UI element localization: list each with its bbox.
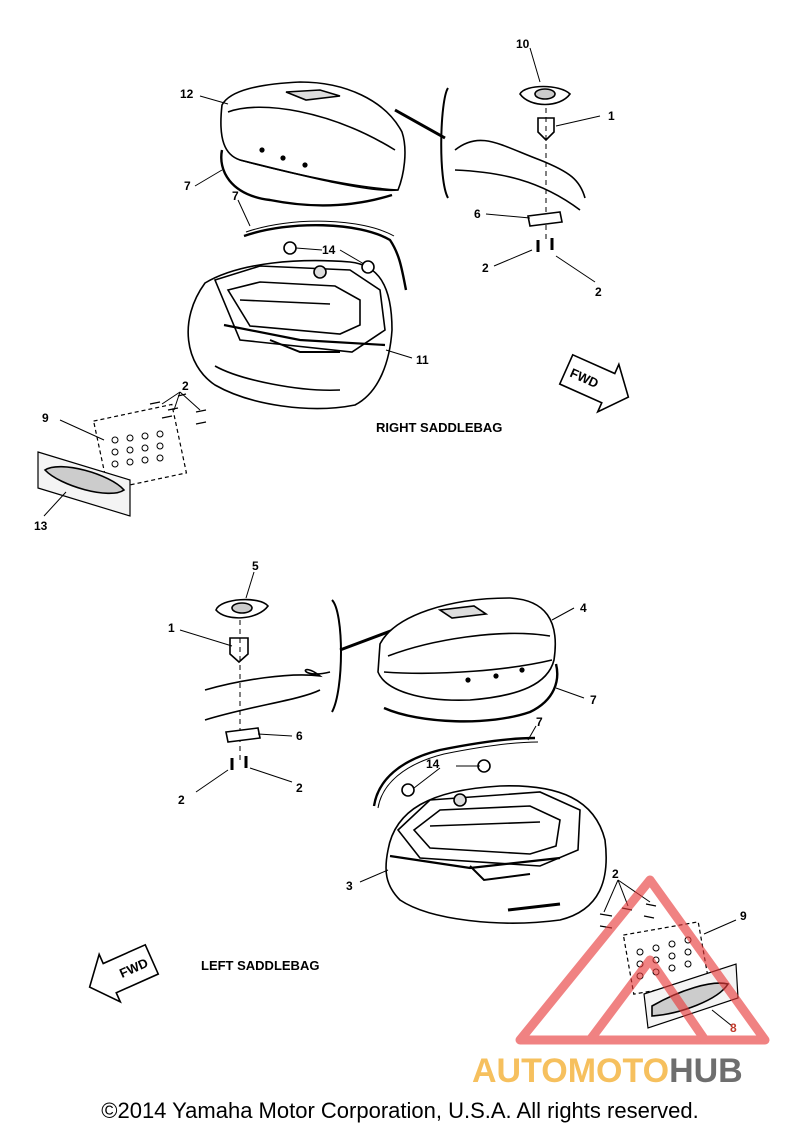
watermark-triangle-icon [515,875,770,1045]
callout-4: 4 [580,601,587,615]
callout-12: 12 [180,87,194,101]
callout-7: 7 [184,179,191,193]
callout-2: 2 [178,793,185,807]
watermark: AUTOMOTOHUB [472,875,770,1090]
right-saddlebag-assembly [37,81,586,517]
callout-8: 8 [730,1021,737,1035]
right-case [187,259,393,410]
right-reflector [37,451,131,517]
callout-13: 13 [34,519,48,533]
right-rivet-nuts [283,241,375,274]
callout-7: 7 [232,189,239,203]
right-bolts-set [92,393,207,491]
callout-2: 2 [296,781,303,795]
left-lid [377,597,556,702]
callout-2: 2 [595,285,602,299]
callout-10: 10 [516,37,530,51]
left-reflector [643,963,739,1029]
callout-7: 7 [536,715,543,729]
left-case [385,785,607,924]
section-title-left: LEFT SADDLEBAG [201,958,319,973]
callout-9: 9 [42,411,49,425]
callout-2: 2 [182,379,189,393]
left-lid-seal [383,663,559,723]
left-leader-lines [179,571,737,1027]
callout-5: 5 [252,559,259,573]
callout-9: 9 [740,909,747,923]
watermark-hub: HUB [669,1052,743,1090]
callout-6: 6 [474,207,481,221]
copyright-notice: ©2014 Yamaha Motor Corporation, U.S.A. A… [101,1098,699,1123]
right-lock-assembly [519,85,572,252]
callout-1: 1 [608,109,615,123]
callout-3: 3 [346,879,353,893]
callout-6: 6 [296,729,303,743]
right-leader-lines [43,47,601,517]
svg-text:AUTOMOTOHUB: AUTOMOTOHUB [472,1052,743,1090]
callout-7: 7 [590,693,597,707]
right-frame-bracket [440,87,449,199]
left-seal-strip [372,736,536,807]
right-lid-seal [220,149,393,207]
fwd-arrow-right: FWD [558,353,630,414]
right-reflector-screws [111,430,164,468]
callout-11: 11 [416,353,429,367]
fwd-arrow-left: FWD [88,943,160,1004]
right-callouts: 10 1 12 7 7 14 6 2 2 11 2 9 13 [34,37,615,533]
callout-14: 14 [322,243,336,257]
callout-2: 2 [612,867,619,881]
left-frame-bracket [331,599,342,713]
left-lock-assembly [215,598,270,770]
left-callouts: 5 1 4 7 6 7 14 2 2 3 2 9 8 [168,559,747,1035]
section-title-right: RIGHT SADDLEBAG [376,420,502,435]
right-seal-strip [243,223,408,291]
callout-1: 1 [168,621,175,635]
right-lid [220,81,406,192]
callout-14: 14 [426,757,440,771]
callout-2: 2 [482,261,489,275]
watermark-automoto: AUTOMOTO [472,1052,669,1090]
